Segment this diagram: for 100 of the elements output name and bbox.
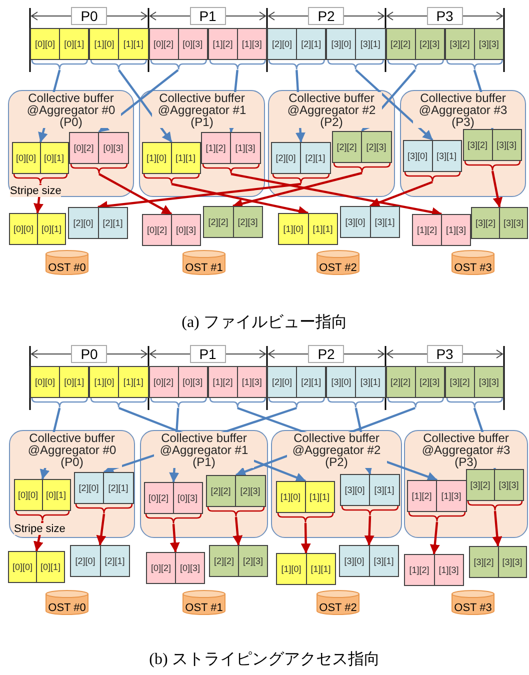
collective-buffer-panel (140, 430, 268, 538)
ost-label: OST #0 (48, 262, 86, 274)
array-element-cell: [3][0] (339, 545, 370, 577)
array-element-cell: [0][1] (59, 28, 90, 60)
array-element-cell: [1][2] (406, 480, 437, 512)
array-element-cell: [1][3] (236, 366, 267, 398)
array-element-cell: [0][0] (30, 366, 60, 398)
array-element-cell: [0][3] (171, 214, 201, 246)
figure-caption: (a) ファイルビュー指向 (182, 314, 348, 331)
array-element-cell: [3][0] (326, 366, 356, 398)
array-element-cell: [2][3] (414, 366, 445, 398)
array-element-cell: [2][2] (206, 474, 236, 506)
array-element-cell: [0][1] (40, 142, 68, 174)
array-element-cell: [2][0] (267, 366, 298, 398)
array-element-cell: [0][0] (14, 478, 42, 510)
array-element-cell: [0][2] (148, 366, 179, 398)
arrow (170, 524, 180, 552)
collective-buffer-panel (404, 430, 528, 538)
array-element-cell: [3][1] (355, 28, 386, 60)
array-element-cell: [1][0] (89, 366, 120, 398)
array-element-cell: [1][2] (404, 554, 434, 586)
process-label: P2 (308, 345, 344, 363)
array-element-cell: [2][3] (414, 28, 445, 60)
array-element-cell: [2][2] (203, 206, 234, 238)
array-element-cell: [2][0] (68, 207, 98, 239)
array-element-cell: [2][3] (232, 206, 263, 238)
array-element-cell: [3][0] (402, 140, 432, 172)
array-element-cell: [3][1] (355, 366, 386, 398)
array-element-cell: [0][2] (148, 28, 179, 60)
array-element-cell: [0][3] (175, 552, 205, 584)
array-element-cell: [0][3] (178, 366, 208, 398)
array-element-cell: [0][0] (9, 213, 38, 245)
array-element-cell: [2][1] (300, 142, 330, 174)
array-element-cell: [3][0] (340, 206, 370, 238)
array-element-cell: [1][2] (200, 132, 231, 164)
array-element-cell: [0][0] (12, 142, 40, 174)
array-element-cell: [1][0] (276, 553, 306, 585)
array-element-cell: [3][3] (492, 128, 522, 160)
array-element-cell: [1][1] (118, 28, 148, 60)
array-element-cell: [1][1] (170, 142, 200, 174)
array-element-cell: [3][2] (471, 207, 500, 239)
collective-buffer-panel (271, 430, 402, 538)
array-element-cell: [1][3] (230, 132, 260, 164)
array-element-cell: [2][2] (386, 366, 416, 398)
array-element-cell: [3][2] (444, 28, 475, 60)
array-element-cell: [2][2] (386, 28, 416, 60)
arrow (300, 522, 311, 554)
array-element-cell: [1][1] (308, 213, 338, 245)
array-element-cell: [0][0] (8, 551, 37, 583)
arrow (492, 510, 502, 546)
array-element-cell: [1][0] (276, 480, 306, 512)
process-label: P0 (71, 7, 108, 25)
array-element-cell: [1][1] (118, 366, 148, 398)
collective-buffer-panel (9, 430, 135, 538)
process-label: P3 (426, 345, 463, 363)
process-label: P2 (308, 7, 344, 25)
array-element-cell: [3][2] (469, 546, 498, 578)
array-element-cell: [2][1] (296, 28, 326, 60)
array-element-cell: [3][2] (466, 468, 495, 500)
array-element-cell: [3][1] (369, 474, 400, 506)
arrow (430, 522, 440, 554)
arrow (98, 173, 172, 215)
array-element-cell: [0][3] (98, 132, 128, 164)
arrow (364, 516, 374, 546)
ost-label: OST #1 (185, 262, 223, 274)
arrow (232, 172, 362, 208)
arrow (370, 180, 433, 208)
arrow (491, 170, 503, 208)
array-element-cell: [3][3] (474, 366, 504, 398)
array-element-cell: [3][1] (432, 140, 462, 172)
array-element-cell: [2][2] (209, 545, 239, 577)
process-label: P3 (426, 7, 463, 25)
array-element-cell: [1][2] (412, 214, 442, 246)
buffer-heading: Collective buffer @Aggregator #2 (P2) (286, 432, 386, 468)
arrow (118, 69, 172, 143)
array-element-cell: [1][3] (434, 554, 464, 586)
array-element-cell: [2][1] (296, 366, 326, 398)
process-label: P1 (190, 7, 226, 25)
array-element-cell: [1][3] (236, 28, 267, 60)
array-element-cell: [2][0] (267, 28, 298, 60)
ost-label: OST #1 (185, 602, 223, 614)
arrow (40, 408, 61, 480)
array-element-cell: [3][0] (326, 28, 356, 60)
array-element-cell: [2][1] (98, 207, 128, 239)
array-element-cell: [1][0] (142, 142, 172, 174)
process-label: P1 (190, 345, 226, 363)
collective-buffer-panel (400, 90, 526, 197)
array-element-cell: [3][0] (340, 474, 370, 506)
array-element-cell: [0][0] (30, 28, 60, 60)
array-element-cell: [1][3] (436, 480, 466, 512)
figure-caption: (b) ストライピングアクセス指向 (149, 651, 380, 668)
array-element-cell: [1][2] (208, 28, 238, 60)
array-element-cell: [3][3] (499, 207, 528, 239)
array-element-cell: [0][2] (146, 552, 176, 584)
arrow (232, 516, 243, 546)
ost-label: OST #0 (48, 602, 86, 614)
ost-label: OST #2 (319, 602, 357, 614)
array-element-cell: [2][3] (361, 130, 392, 162)
ost-label: OST #3 (454, 262, 492, 274)
ost-label: OST #2 (319, 262, 357, 274)
